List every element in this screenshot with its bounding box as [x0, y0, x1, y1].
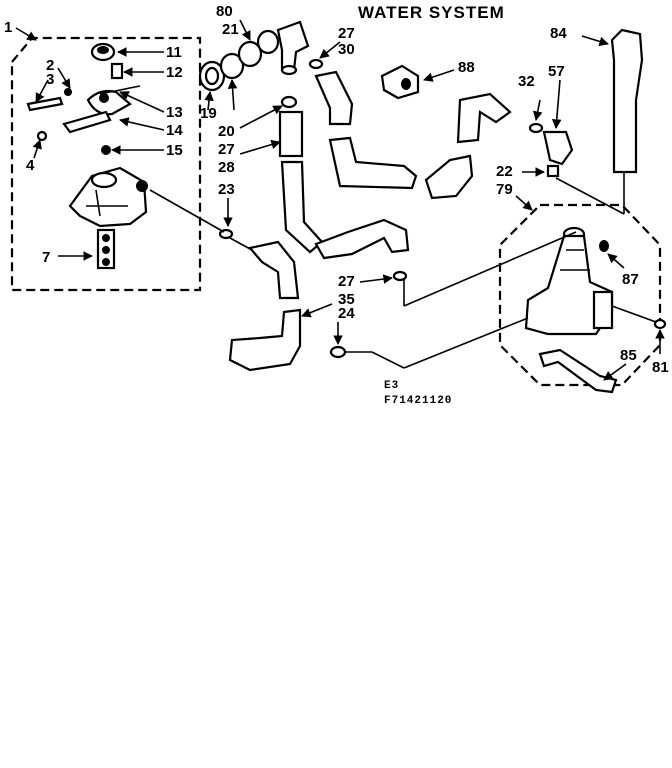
diagram-title: WATER SYSTEM [358, 3, 505, 22]
callout-arrows [15, 19, 665, 381]
label-27-upper: 27 [338, 25, 355, 42]
hose-clamp-24 [329, 345, 347, 359]
washer-part [101, 145, 111, 155]
hose-clamp-88 [380, 64, 420, 100]
label-4: 4 [26, 157, 35, 174]
pump-body-part [68, 166, 148, 228]
hose-elbow-32 [456, 92, 512, 144]
hose-35 [228, 308, 302, 372]
gasket-parts [198, 29, 280, 92]
tub-outlet-79 [524, 226, 614, 336]
label-24: 24 [338, 305, 355, 322]
label-80: 80 [216, 3, 233, 20]
drawing-code-line1: E3 [384, 380, 399, 392]
label-27-lower: 27 [338, 273, 355, 290]
label-19: 19 [200, 105, 217, 122]
spring-part [110, 62, 124, 80]
pulley-part [90, 42, 116, 62]
seal-stack-part [96, 228, 116, 270]
label-13: 13 [166, 104, 183, 121]
hose-elbow-pump [247, 240, 300, 300]
label-15: 15 [166, 142, 183, 159]
hose-clamp-27-mid [280, 95, 298, 109]
hose-30 [314, 70, 354, 126]
label-85: 85 [620, 347, 637, 364]
hose-clamp-32 [528, 122, 544, 134]
hose-bend-connector [314, 218, 410, 260]
clip-22 [546, 164, 560, 178]
label-20: 20 [218, 123, 235, 140]
hose-vertical-upper [280, 160, 324, 254]
bracket-85 [538, 348, 618, 394]
label-1: 1 [4, 19, 12, 36]
label-2: 2 [46, 57, 54, 74]
hose-clamp-27-upper [308, 58, 324, 70]
outlet-assembly-boundary [498, 203, 662, 387]
label-35: 35 [338, 291, 355, 308]
hose-u-section [424, 154, 474, 200]
label-22: 22 [496, 163, 513, 180]
assembly-leader-lines [149, 172, 657, 369]
label-7: 7 [42, 249, 50, 266]
label-3: 3 [46, 71, 54, 88]
label-28: 28 [218, 159, 235, 176]
label-21: 21 [222, 21, 239, 38]
hose-28 [278, 110, 304, 158]
arm-part [62, 110, 112, 134]
label-84: 84 [550, 25, 567, 42]
hose-lower-s [328, 136, 418, 190]
label-30: 30 [338, 41, 355, 58]
clip-part [26, 88, 72, 112]
label-14: 14 [166, 122, 183, 139]
label-27-mid: 27 [218, 141, 235, 158]
label-12: 12 [166, 64, 183, 81]
label-79: 79 [496, 181, 513, 198]
label-23: 23 [218, 181, 235, 198]
hose-clamp-27-lower [392, 270, 408, 282]
pump-outlet-elbow [276, 20, 310, 76]
lever-part [86, 85, 141, 116]
label-11: 11 [166, 44, 182, 61]
fitting-57 [542, 130, 574, 166]
label-88: 88 [458, 59, 475, 76]
hose-84 [610, 28, 644, 174]
label-32: 32 [518, 73, 535, 90]
label-87: 87 [622, 271, 639, 288]
pump-assembly-boundary [10, 36, 202, 292]
label-57: 57 [548, 63, 565, 80]
label-81: 81 [652, 359, 669, 376]
part-87 [599, 240, 609, 252]
screw-part [36, 130, 48, 142]
screw-81 [653, 318, 667, 330]
drawing-code-line2: F71421120 [384, 395, 452, 407]
